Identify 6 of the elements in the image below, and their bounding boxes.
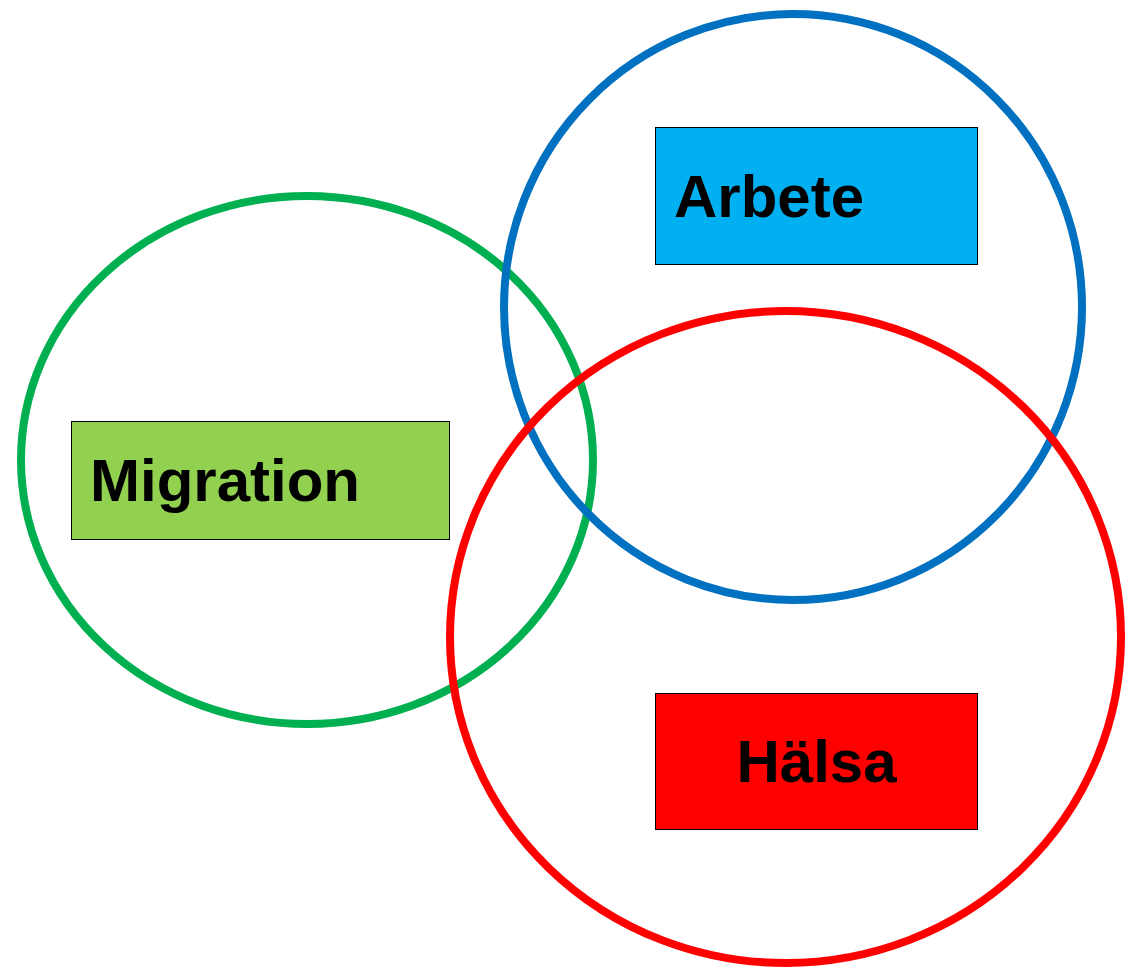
label-box: Hälsa — [655, 693, 978, 830]
label-box: Migration — [71, 421, 450, 540]
ring-outline — [446, 307, 1125, 967]
ring-outline — [500, 10, 1086, 604]
label-box: Arbete — [655, 127, 978, 265]
ring-outline — [17, 192, 597, 728]
